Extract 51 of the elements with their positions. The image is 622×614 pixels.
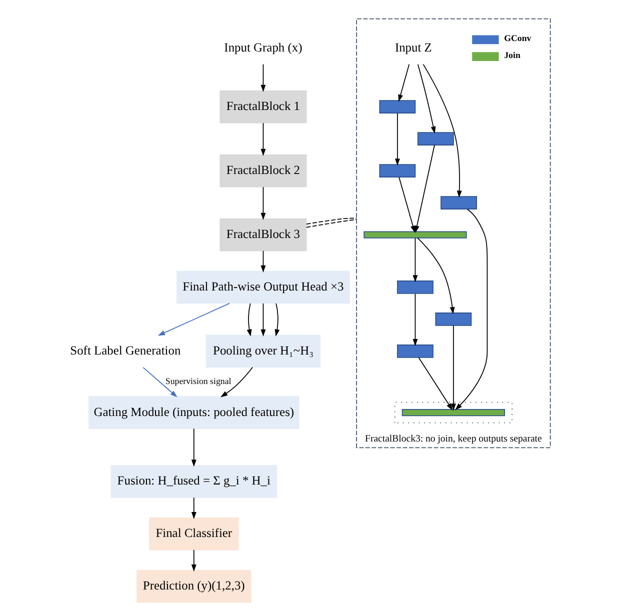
arrow xyxy=(142,367,178,398)
arrow xyxy=(414,144,435,233)
node-bar xyxy=(364,231,467,238)
legend-label: Join xyxy=(504,50,520,60)
arrow xyxy=(417,64,436,134)
node-box xyxy=(379,100,416,114)
node-box xyxy=(379,164,416,178)
arrow xyxy=(412,293,418,346)
connector xyxy=(306,219,357,228)
arrow xyxy=(260,122,266,156)
node-text: Input Z xyxy=(394,40,432,54)
arrow xyxy=(191,550,196,572)
arrow xyxy=(191,428,196,467)
node-box: Final Path-wise Output Head ×3 xyxy=(176,270,350,304)
node-box: FractalBlock 1 xyxy=(220,90,307,124)
arrow xyxy=(394,112,400,166)
node-text: Input Graph (x) xyxy=(224,40,302,54)
arrow xyxy=(417,238,455,314)
arrow xyxy=(260,186,266,220)
arrow xyxy=(260,303,266,336)
arrow xyxy=(455,208,488,410)
arrow xyxy=(260,64,266,92)
node-box: Final Classifier xyxy=(149,517,239,550)
arrow xyxy=(191,497,196,520)
node-bar xyxy=(402,409,505,416)
arrow xyxy=(412,238,418,282)
arrow xyxy=(398,176,416,233)
node-box: Pooling over H₁~H₃ xyxy=(206,334,321,368)
legend-label: GConv xyxy=(504,33,532,43)
node-box: FractalBlock 2 xyxy=(220,154,307,188)
edge-label: Supervision signal xyxy=(165,376,232,386)
node-box xyxy=(417,132,454,146)
arrow xyxy=(274,303,280,336)
node-box xyxy=(440,196,477,210)
arrow xyxy=(398,64,410,102)
arrow xyxy=(220,366,254,398)
node-box: Fusion: H_fused = Σ g_i * H_i xyxy=(110,465,277,498)
node-text: Soft Label Generation xyxy=(70,344,181,358)
node-box xyxy=(435,312,472,326)
node-box xyxy=(397,344,434,358)
arrow xyxy=(450,325,456,411)
node-box: FractalBlock 3 xyxy=(220,218,307,252)
node-box xyxy=(397,280,434,294)
arrow xyxy=(158,302,230,336)
arrow xyxy=(246,303,252,336)
node-box: Gating Module (inputs: pooled features) xyxy=(88,396,300,429)
node-box: Prediction (y)(1,2,3) xyxy=(136,570,252,603)
arrow xyxy=(418,357,453,410)
arrow xyxy=(260,250,266,272)
arrow xyxy=(422,64,462,198)
connector xyxy=(306,218,357,225)
